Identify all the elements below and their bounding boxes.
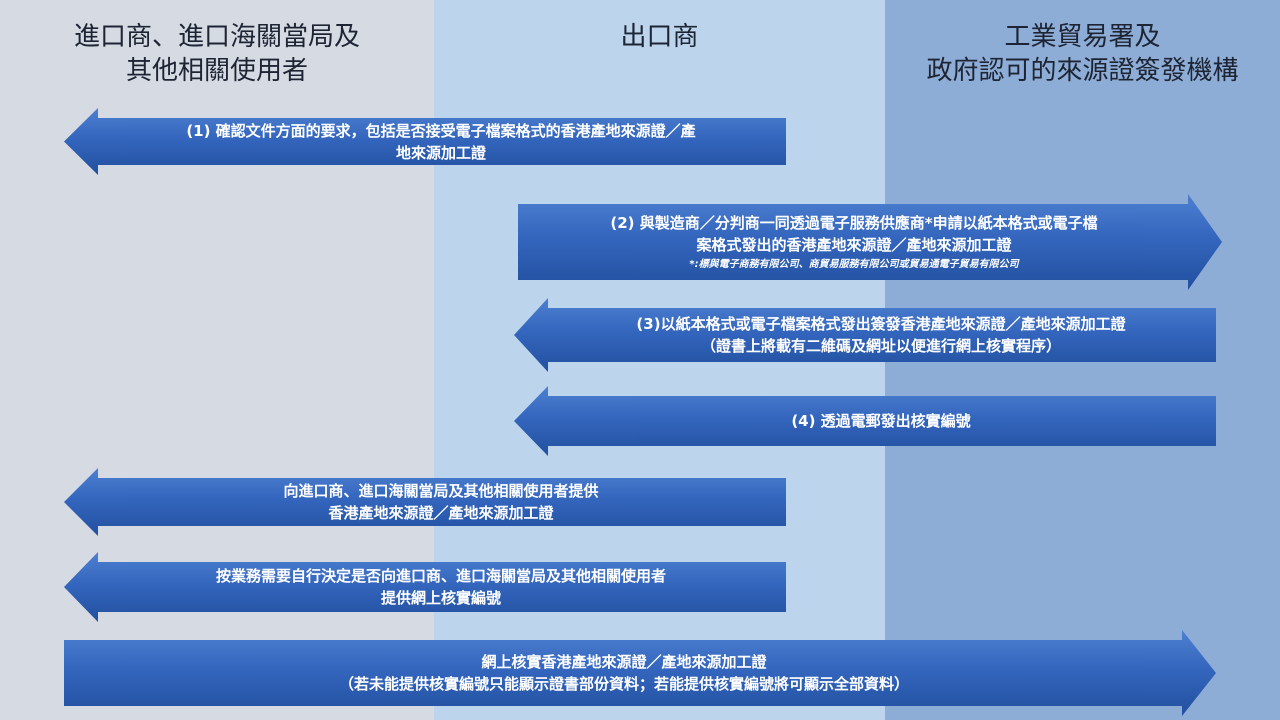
step6-arrow: 按業務需要自行決定是否向進口商、進口海關當局及其他相關使用者 提供網上核實編號 [64, 552, 786, 622]
step1-line1: (1) 確認文件方面的要求，包括是否接受電子檔案格式的香港產地來源證／產 [186, 121, 696, 140]
step1-line2: 地來源加工證 [395, 143, 486, 162]
step1-arrow: (1) 確認文件方面的要求，包括是否接受電子檔案格式的香港產地來源證／產 地來源… [64, 108, 786, 175]
step2-arrow: (2) 與製造商／分判商一同透過電子服務供應商*申請以紙本格式或電子檔 案格式發… [518, 194, 1222, 290]
exporters-heading: 出口商 [434, 20, 885, 54]
step5-line2: 香港產地來源證／產地來源加工證 [328, 504, 554, 522]
step7-line1: 網上核實香港產地來源證／產地來源加工證 [481, 653, 767, 671]
step5-line1: 向進口商、進口海關當局及其他相關使用者提供 [283, 482, 599, 500]
step2-line1: (2) 與製造商／分判商一同透過電子服務供應商*申請以紙本格式或電子檔 [610, 214, 1098, 232]
issuers-heading-line2: 政府認可的來源證簽發機構 [926, 56, 1239, 86]
importers-heading-line1: 進口商、進口海關當局及 [73, 22, 360, 52]
step7-arrow: 網上核實香港產地來源證／產地來源加工證 （若未能提供核實編號只能顯示證書部份資料… [64, 630, 1216, 716]
step3-arrow: (3)以紙本格式或電子檔案格式發出簽發香港產地來源證／產地來源加工證 （證書上將… [514, 298, 1216, 372]
step2-line2: 案格式發出的香港產地來源證／產地來源加工證 [696, 236, 1012, 254]
issuers-heading-line1: 工業貿易署及 [1004, 22, 1161, 52]
step6-line1: 按業務需要自行決定是否向進口商、進口海關當局及其他相關使用者 [215, 567, 666, 585]
step4-arrow: (4) 透過電郵發出核實編號 [514, 386, 1216, 456]
step3-line1: (3)以紙本格式或電子檔案格式發出簽發香港產地來源證／產地來源加工證 [636, 315, 1126, 333]
step7-line2: （若未能提供核實編號只能顯示證書部份資料；若能提供核實編號將可顯示全部資料） [338, 675, 909, 693]
importers-heading: 進口商、進口海關當局及 其他相關使用者 [0, 20, 434, 88]
step3-line2: （證書上將載有二維碼及網址以便進行網上核實程序） [700, 337, 1061, 355]
step5-arrow: 向進口商、進口海關當局及其他相關使用者提供 香港產地來源證／產地來源加工證 [64, 468, 786, 536]
issuers-heading: 工業貿易署及 政府認可的來源證簽發機構 [885, 20, 1280, 88]
importers-heading-line2: 其他相關使用者 [125, 56, 308, 86]
step6-line2: 提供網上核實編號 [380, 589, 501, 607]
step4-line1: (4) 透過電郵發出核實編號 [791, 412, 971, 430]
step2-footnote: *:標與電子商務有限公司、商貿易服務有限公司或貿易通電子貿易有限公司 [689, 259, 1019, 270]
exporters-heading-line1: 出口商 [620, 22, 699, 52]
